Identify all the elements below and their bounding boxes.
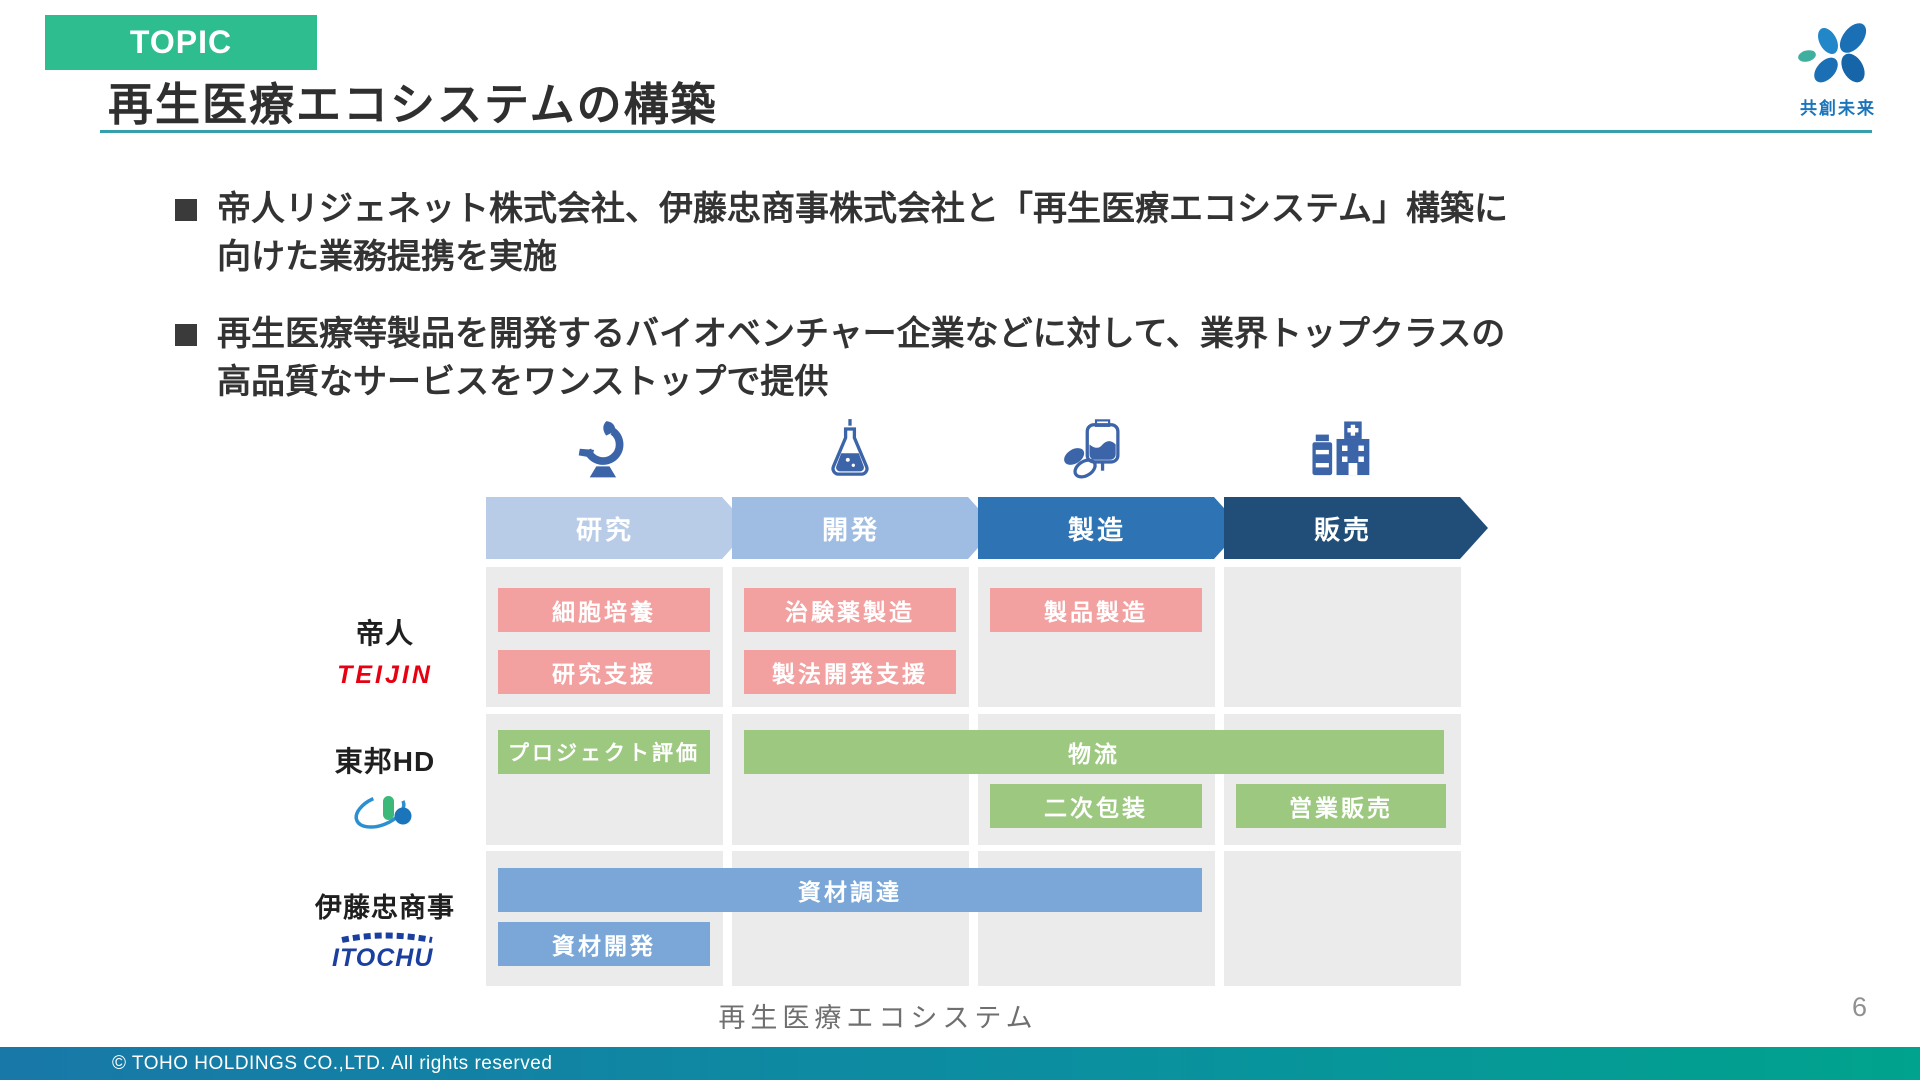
flask-icon (732, 412, 968, 484)
stage-arrow-development: 開発 (732, 497, 996, 559)
bullet-line: 高品質なサービスをワンストップで提供 (217, 362, 829, 401)
teijin-logo: TEIJIN (337, 661, 433, 689)
bullet-text: 再生医療等製品を開発するバイオベンチャー企業などに対して、業界トップクラスの 高… (217, 311, 1505, 406)
page-number: 6 (1852, 992, 1868, 1022)
company-itochu: 伊藤忠商事 ITOCHU (285, 886, 485, 979)
toho-logo-icon (295, 785, 475, 840)
svg-text:ITOCHU: ITOCHU (332, 944, 433, 972)
diagram-caption: 再生医療エコシステム (718, 1003, 1038, 1033)
activity-box-project-evaluation: プロジェクト評価 (498, 730, 710, 774)
activity-box-secondary-packaging: 二次包装 (990, 784, 1202, 828)
bullet-item: 帝人リジェネット株式会社、伊藤忠商事株式会社と「再生医療エコシステム」構築に 向… (175, 186, 1508, 281)
bullet-text: 帝人リジェネット株式会社、伊藤忠商事株式会社と「再生医療エコシステム」構築に 向… (217, 186, 1508, 281)
activity-box-process-dev-support: 製法開発支援 (744, 650, 956, 694)
page-title: 再生医療エコシステムの構築 (108, 79, 718, 130)
microscope-icon (486, 412, 722, 484)
activity-box-logistics: 物流 (744, 730, 1444, 774)
activity-box-sales-marketing: 営業販売 (1236, 784, 1446, 828)
bullet-square-icon (175, 324, 197, 347)
pharmacy-icon (1224, 412, 1460, 484)
company-name: 帝人 (355, 618, 414, 649)
activity-box-cell-culture: 細胞培養 (498, 588, 710, 632)
bullet-item: 再生医療等製品を開発するバイオベンチャー企業などに対して、業界トップクラスの 高… (175, 311, 1508, 406)
brand-slogan: 共創未来 (1800, 99, 1876, 118)
brand-logo: 共創未来 (1786, 20, 1890, 119)
activity-box-trial-drug-mfg: 治験薬製造 (744, 588, 956, 632)
grid-cell (1224, 851, 1461, 986)
stage-arrow-research: 研究 (486, 497, 750, 559)
stage-arrow-manufacturing: 製造 (978, 497, 1242, 559)
flower-petals-icon (1790, 23, 1886, 96)
bullet-line: 向けた業務提携を実施 (217, 237, 557, 276)
iv-bag-icon (978, 412, 1214, 484)
company-name: 東邦HD (334, 746, 436, 777)
company-teijin: 帝人 TEIJIN (295, 612, 475, 690)
company-toho-hd: 東邦HD (295, 740, 475, 840)
grid-cell (1224, 567, 1461, 707)
bullet-list: 帝人リジェネット株式会社、伊藤忠商事株式会社と「再生医療エコシステム」構築に 向… (175, 186, 1508, 436)
activity-box-product-mfg: 製品製造 (990, 588, 1202, 632)
copyright-text: © TOHO HOLDINGS CO.,LTD. All rights rese… (112, 1052, 553, 1074)
activity-box-material-procurement: 資材調達 (498, 868, 1202, 912)
stage-arrow-sales: 販売 (1224, 497, 1488, 559)
activity-box-research-support: 研究支援 (498, 650, 710, 694)
itochu-logo: ITOCHU (285, 930, 485, 979)
activity-box-material-development: 資材開発 (498, 922, 710, 966)
bullet-line: 帝人リジェネット株式会社、伊藤忠商事株式会社と「再生医療エコシステム」構築に (217, 190, 1508, 228)
bullet-line: 再生医療等製品を開発するバイオベンチャー企業などに対して、業界トップクラスの (217, 315, 1506, 354)
footer-bar: © TOHO HOLDINGS CO.,LTD. All rights rese… (0, 1047, 1920, 1080)
bullet-square-icon (175, 199, 197, 221)
company-name: 伊藤忠商事 (315, 893, 455, 923)
topic-badge: TOPIC (45, 15, 317, 70)
title-underline (100, 130, 1872, 133)
